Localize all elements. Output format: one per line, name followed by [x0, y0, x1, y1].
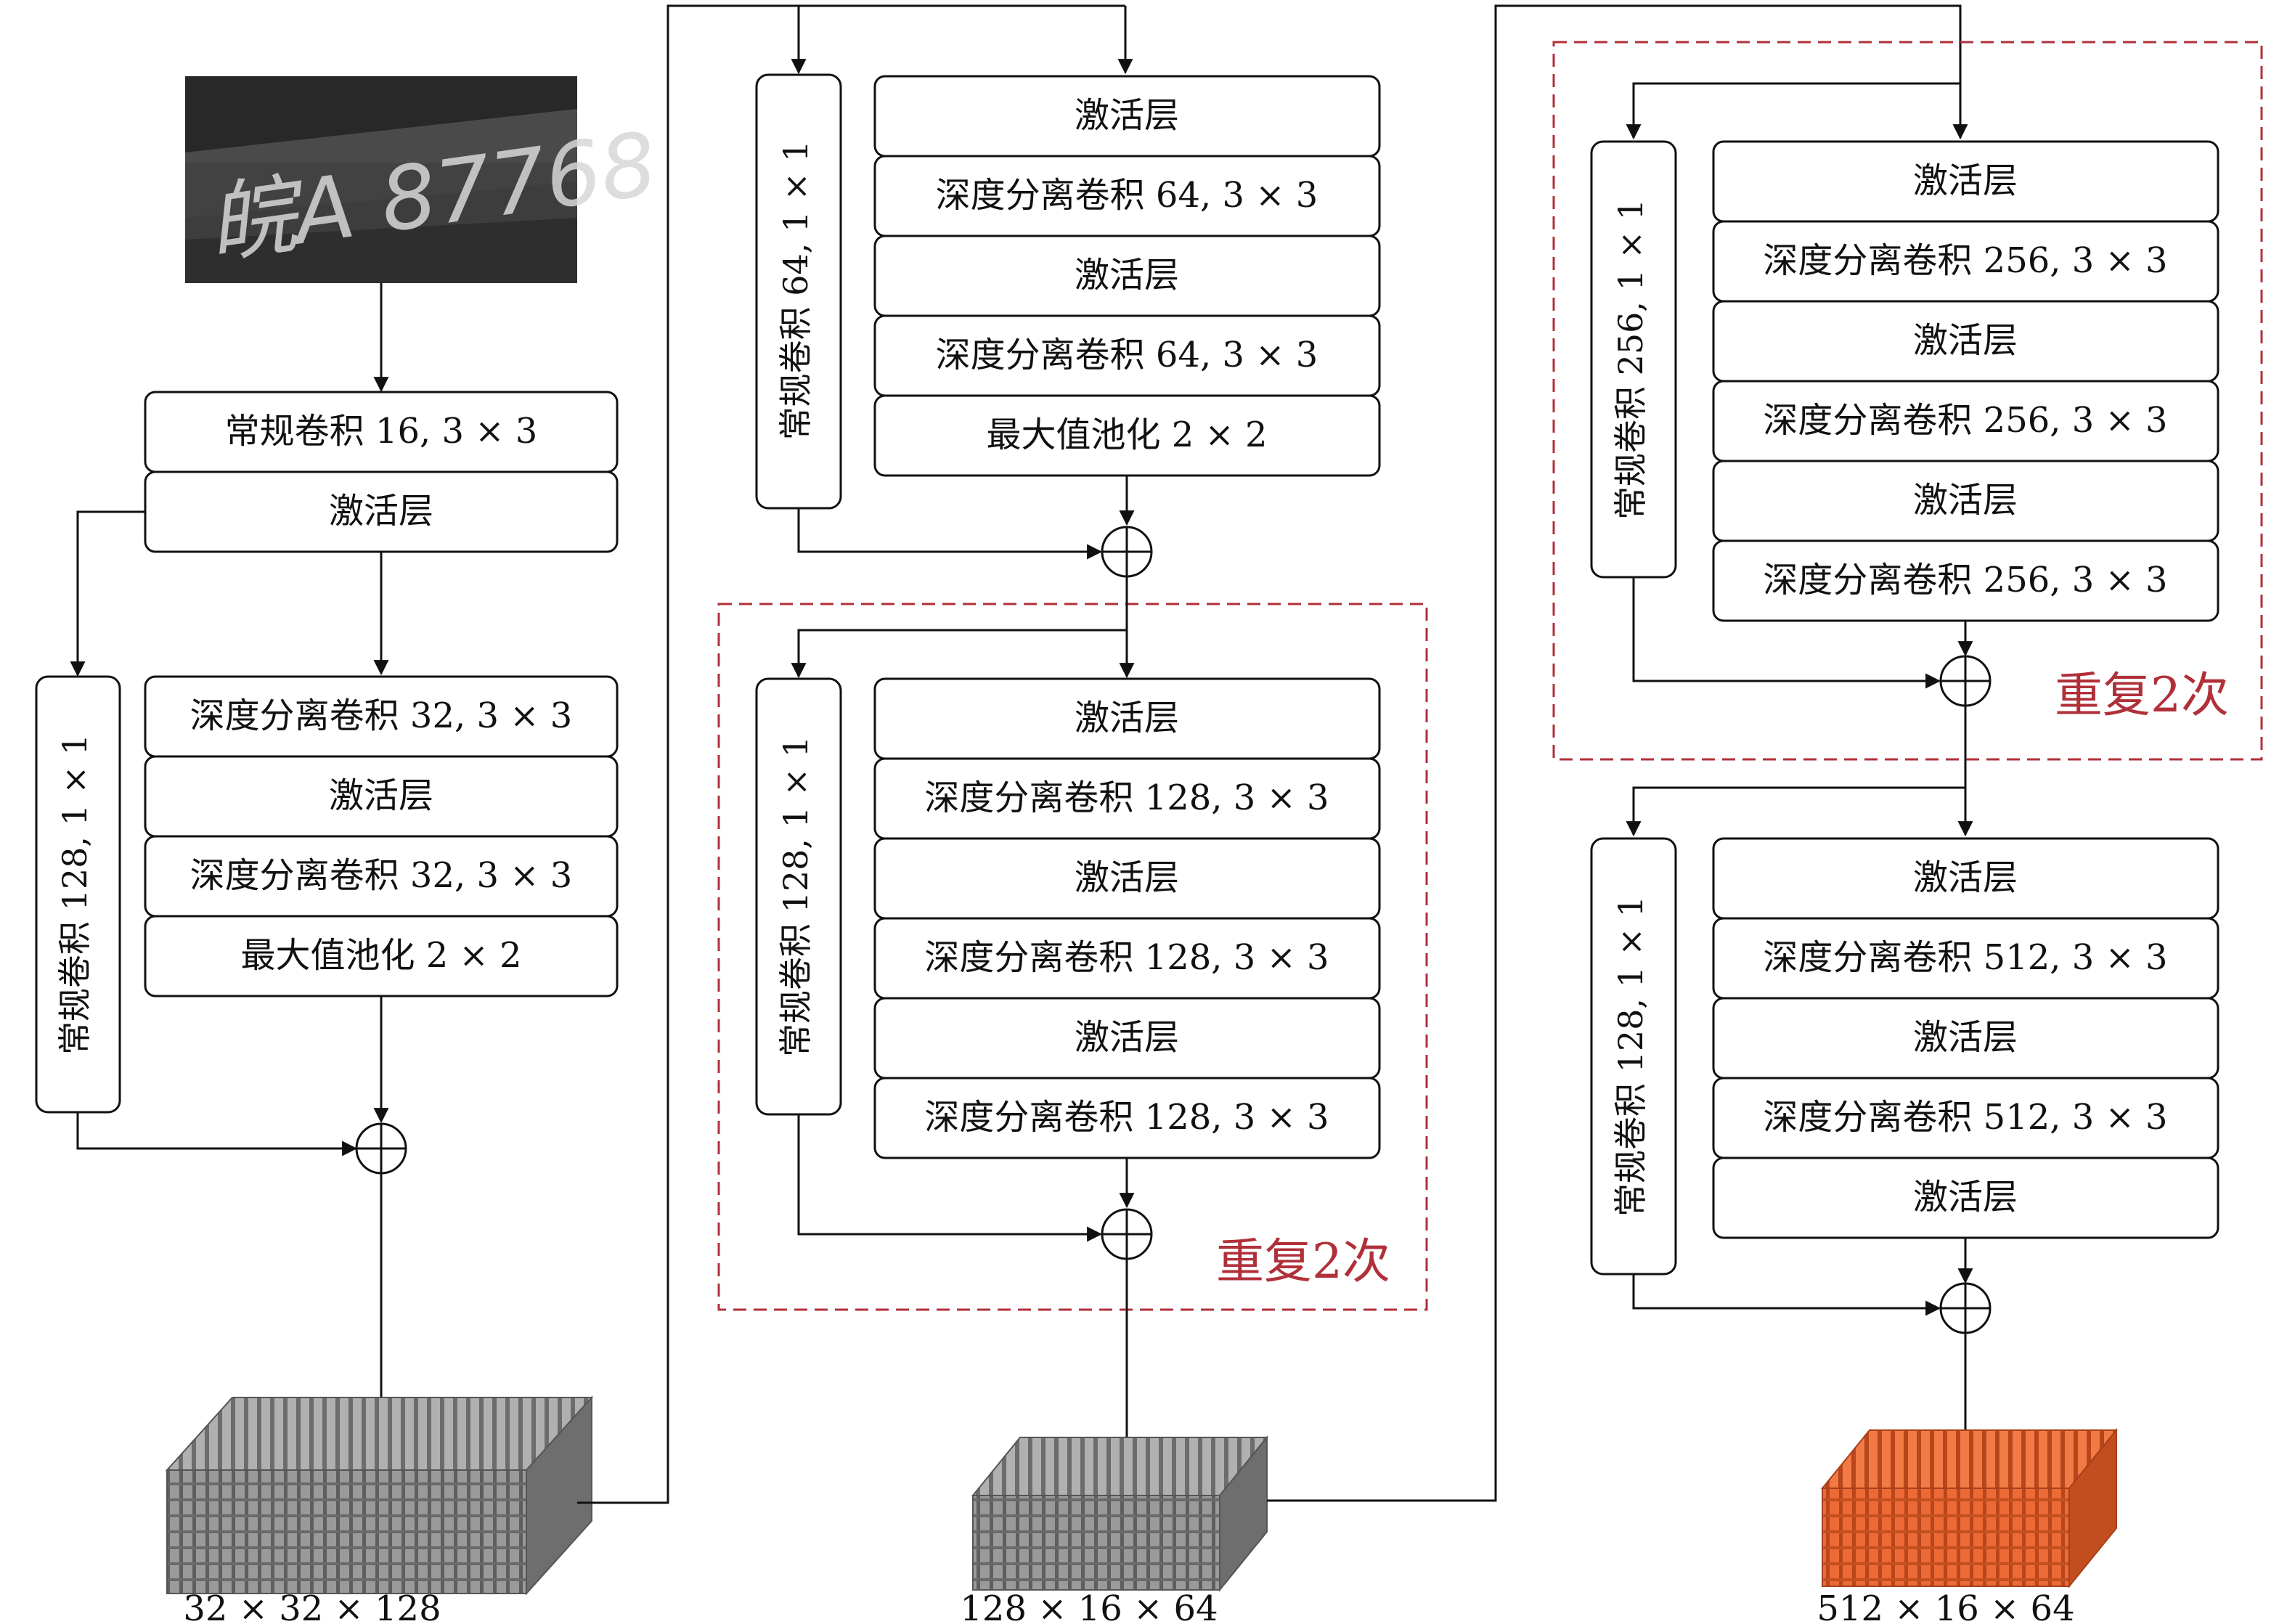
tensor-2-label: 128 × 16 × 64 — [960, 1588, 1218, 1624]
tensor-3-label: 512 × 16 × 64 — [1817, 1588, 2074, 1624]
side-conv-64-label: 常规卷积 64, 1 × 1 — [776, 141, 815, 441]
column-1: 常规卷积 16, 3 × 3 激活层 常规卷积 128, 1 × 1 深度分离卷… — [35, 4, 807, 1624]
c3-rep-label-3: 深度分离卷积 256, 3 × 3 — [1763, 400, 2167, 441]
c3-bot-label-4: 激活层 — [1913, 1177, 2018, 1217]
add-node-1 — [355, 1122, 407, 1175]
column-2: 常规卷积 64, 1 × 1 激活层 深度分离卷积 64, 3 × 3 激活层 … — [717, 4, 1968, 1624]
tensor-512x16x64 — [1820, 1428, 2119, 1588]
c3-rep-label-4: 激活层 — [1913, 480, 2018, 521]
c3-rep-label-5: 深度分离卷积 256, 3 × 3 — [1763, 560, 2167, 600]
c2-top-label-1: 深度分离卷积 64, 3 × 3 — [936, 175, 1318, 216]
c3-rep-label-0: 激活层 — [1913, 160, 2018, 201]
add-node-3a — [1939, 655, 1992, 707]
c2-top-label-2: 激活层 — [1075, 255, 1179, 295]
side-conv-128-label: 常规卷积 128, 1 × 1 — [55, 734, 94, 1055]
add-node-3b — [1939, 1282, 1992, 1334]
add-node-2b — [1101, 1208, 1153, 1260]
c2-rep-label-3: 深度分离卷积 128, 3 × 3 — [924, 937, 1329, 978]
c2-rep-label-4: 激活层 — [1075, 1017, 1179, 1058]
c3-bot-label-1: 深度分离卷积 512, 3 × 3 — [1763, 937, 2167, 978]
c3-rep-label-2: 激活层 — [1913, 320, 2018, 361]
input-license-plate-image: 皖A 87768 — [185, 76, 663, 283]
repeat-region-2 — [717, 603, 1428, 1311]
tensor-32x32x128 — [165, 1395, 594, 1596]
repeat-label-3: 重复2次 — [2055, 667, 2229, 723]
side-conv-128-rep-label: 常规卷积 128, 1 × 1 — [776, 736, 815, 1057]
c2-rep-label-5: 深度分离卷积 128, 3 × 3 — [924, 1097, 1329, 1138]
conv-first-label: 常规卷积 16, 3 × 3 — [225, 411, 538, 452]
repeat-region-3 — [1552, 41, 2263, 761]
c3-rep-label-1: 深度分离卷积 256, 3 × 3 — [1763, 240, 2167, 281]
c2-top-label-4: 最大值池化 2 × 2 — [986, 415, 1267, 455]
column-3: 重复2次 常规卷积 256, 1 × 1 激活层 深度分离卷积 256, 3 ×… — [1552, 41, 2263, 1624]
dsc-32-a-label: 深度分离卷积 32, 3 × 3 — [190, 695, 573, 736]
add-node-2a — [1101, 526, 1153, 578]
c3-bot-label-0: 激活层 — [1913, 857, 2018, 898]
dsc-32-b-label: 深度分离卷积 32, 3 × 3 — [190, 855, 573, 896]
c3-bot-label-3: 深度分离卷积 512, 3 × 3 — [1763, 1097, 2167, 1138]
c2-rep-label-2: 激活层 — [1075, 857, 1179, 898]
c3-bot-label-2: 激活层 — [1913, 1017, 2018, 1058]
tensor-128x16x64 — [971, 1435, 1269, 1592]
side-conv-256-label: 常规卷积 256, 1 × 1 — [1611, 199, 1650, 520]
act-a-label: 激活层 — [329, 775, 433, 816]
repeat-label-2: 重复2次 — [1216, 1233, 1390, 1289]
pool-label: 最大值池化 2 × 2 — [240, 935, 521, 976]
c2-rep-label-1: 深度分离卷积 128, 3 × 3 — [924, 778, 1329, 818]
tensor-1-label: 32 × 32 × 128 — [183, 1588, 441, 1624]
c2-top-label-3: 深度分离卷积 64, 3 × 3 — [936, 335, 1318, 375]
c2-rep-label-0: 激活层 — [1075, 698, 1179, 738]
act-first-label: 激活层 — [329, 491, 433, 531]
side-conv-128-bottom-label: 常规卷积 128, 1 × 1 — [1611, 896, 1650, 1217]
c2-top-label-0: 激活层 — [1075, 95, 1179, 136]
